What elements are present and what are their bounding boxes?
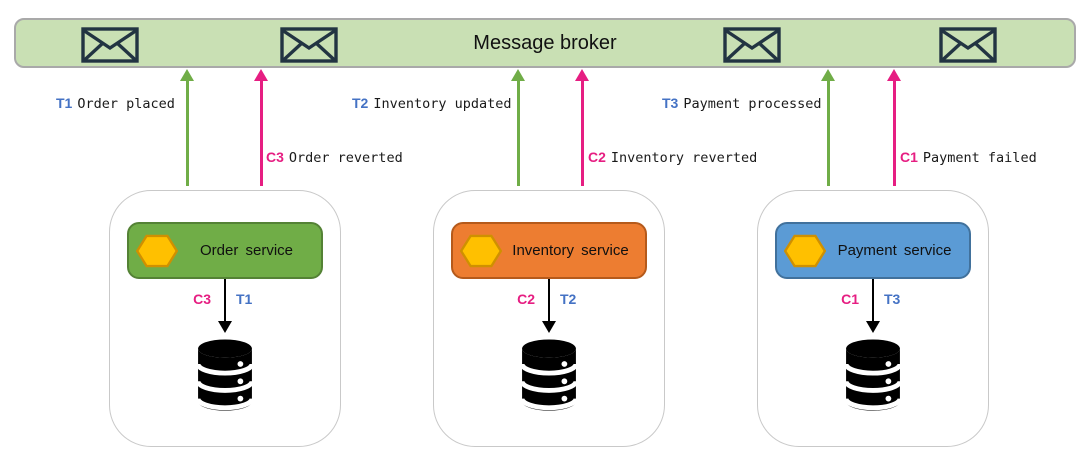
t3-payment-processed-arrow [821, 69, 835, 187]
envelope-icon [81, 27, 139, 63]
service-to-db-arrow [866, 279, 880, 333]
database-icon [844, 339, 902, 411]
c3-db-label: C3 [193, 291, 211, 307]
inventory-service-pill: Inventory service [451, 222, 647, 279]
t1-order-placed-arrow [180, 69, 194, 187]
event-text: Order placed [77, 96, 175, 112]
c2-inventory-reverted-arrow [575, 69, 589, 187]
t1-db-label: T1 [236, 291, 253, 307]
hexagon-icon [460, 234, 502, 267]
t2-inventory-updated-arrow [511, 69, 525, 187]
message-broker-bar: Message broker [14, 18, 1076, 68]
order-service-pill: Order service [127, 222, 323, 279]
service-to-db-arrow [218, 279, 232, 333]
t2-db-label: T2 [560, 291, 577, 307]
c2-db-label: C2 [517, 291, 535, 307]
order-service-card: Order service C3 T1 [109, 190, 341, 447]
envelope-icon [280, 27, 338, 63]
payment-service-pill: Payment service [775, 222, 971, 279]
event-text: Inventory reverted [610, 150, 758, 166]
c1-db-label: C1 [841, 291, 859, 307]
t3-badge: T3 [662, 95, 679, 111]
message-broker-title: Message broker [473, 31, 617, 54]
envelope-icon [939, 27, 997, 63]
service-name: Payment service [837, 242, 952, 259]
database-icon [520, 339, 578, 411]
c1-payment-failed-arrow [887, 69, 901, 187]
service-name: Order service [199, 242, 294, 259]
service-name: Inventory service [512, 242, 629, 259]
t2-badge: T2 [352, 95, 369, 111]
inventory-service-card: Inventory service C2 T2 [433, 190, 665, 447]
c3-badge: C3 [266, 149, 284, 165]
hexagon-icon [136, 234, 178, 267]
payment-service-card: Payment service C1 T3 [757, 190, 989, 447]
service-to-db-arrow [542, 279, 556, 333]
envelope-icon [723, 27, 781, 63]
hexagon-icon [784, 234, 826, 267]
c2-badge: C2 [588, 149, 606, 165]
t1-badge: T1 [56, 95, 73, 111]
event-text: Inventory updated [373, 96, 512, 112]
event-text: Payment processed [683, 96, 822, 112]
event-text: Payment failed [922, 150, 1037, 166]
c1-badge: C1 [900, 149, 918, 165]
database-icon [196, 339, 254, 411]
c3-order-reverted-arrow [254, 69, 268, 187]
t3-db-label: T3 [884, 291, 901, 307]
event-text: Order reverted [288, 150, 403, 166]
